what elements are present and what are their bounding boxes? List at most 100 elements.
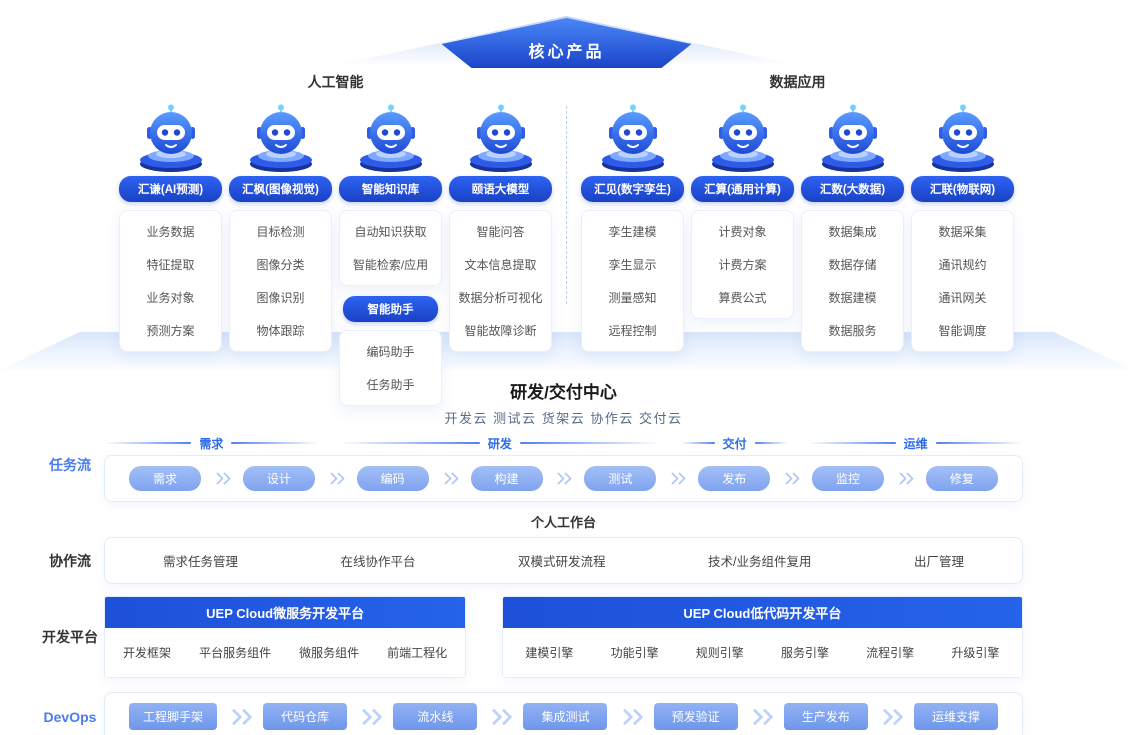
product-item: 目标检测: [256, 225, 305, 239]
product-column: 汇联(物联网)数据采集通讯规约通讯网关智能调度: [911, 96, 1014, 352]
taskflow-step-pill: 构建: [470, 466, 543, 491]
phase-line: [680, 442, 715, 444]
arrow-icon: [780, 472, 801, 485]
product-item: 通讯网关: [938, 291, 987, 305]
dev-platform-label: 开发平台: [42, 629, 98, 645]
phase-name: 研发: [487, 436, 512, 451]
devops-box: 工程脚手架代码仓库流水线集成测试预发验证生产发布运维支撑: [104, 692, 1023, 735]
devops-step-pill: 工程脚手架: [129, 703, 218, 730]
arrow-icon: [211, 472, 231, 485]
product-item: 文本信息提取: [464, 258, 537, 272]
product-item: 特征提取: [146, 258, 195, 272]
robot-icon: [246, 96, 316, 174]
devops-row: DevOps 工程脚手架代码仓库流水线集成测试预发验证生产发布运维支撑: [36, 692, 1023, 735]
robot-icon: [356, 96, 426, 174]
phase-line: [104, 442, 192, 444]
dev-platform-items: 建模引擎功能引擎规则引擎服务引擎流程引擎升级引擎: [503, 628, 1022, 677]
taskflow-phase: 运维: [808, 435, 1024, 452]
phase-line: [519, 442, 661, 444]
delivery-subtitle: 开发云 测试云 货架云 协作云 交付云: [444, 411, 683, 426]
phase-name: 交付: [722, 436, 747, 451]
product-item: 计费对象: [718, 225, 767, 239]
product-item: 数据集成: [828, 225, 877, 239]
phase-name: 运维: [903, 436, 928, 451]
product-item: 智能故障诊断: [464, 324, 537, 338]
arrow-icon: [485, 708, 513, 725]
devops-label: DevOps: [43, 708, 97, 725]
phase-line: [231, 442, 319, 444]
arrow-icon: [876, 708, 904, 725]
taskflow-step-pill: 发布: [698, 466, 771, 491]
collab-box: 需求任务管理在线协作平台双模式研发流程技术/业务组件复用出厂管理: [104, 537, 1023, 584]
product-item: 测量感知: [608, 291, 657, 305]
arrow-icon: [324, 472, 345, 485]
product-card: 数据采集通讯规约通讯网关智能调度: [911, 210, 1014, 352]
taskflow-label: 任务流: [49, 456, 91, 473]
product-column: 汇枫(图像视觉)目标检测图像分类图像识别物体跟踪: [229, 96, 332, 406]
collab-item: 在线协作平台: [340, 555, 416, 569]
devops-step-pill: 生产发布: [783, 703, 868, 730]
taskflow-step-pill: 需求: [129, 466, 201, 491]
product-column: 汇谦(AI预测)业务数据特征提取业务对象预测方案: [119, 96, 222, 406]
product-group-title: 人工智能: [307, 74, 364, 90]
dev-platform-item: 前端工程化: [387, 646, 448, 660]
product-item: 任务助手: [366, 378, 415, 392]
product-item: 图像识别: [256, 291, 305, 305]
collab-item: 技术/业务组件复用: [708, 555, 812, 569]
taskflow-step-pill: 编码: [356, 466, 429, 491]
devops-step-pill: 运维支撑: [913, 703, 998, 730]
dev-platform-item: 开发框架: [123, 646, 172, 660]
product-item: 数据分析可视化: [458, 291, 543, 305]
taskflow-phase: 交付: [680, 435, 789, 452]
dev-platform-item: 流程引擎: [866, 646, 915, 660]
dev-platform-item: 微服务组件: [299, 646, 360, 660]
product-item: 数据服务: [828, 324, 877, 338]
section-divider: [566, 106, 567, 304]
arrow-icon: [438, 472, 459, 485]
product-title-pill: 汇枫(图像视觉): [229, 176, 332, 202]
product-title-pill: 汇谦(AI预测): [119, 176, 222, 202]
arrow-icon: [355, 708, 383, 725]
arrow-icon: [666, 472, 687, 485]
dev-platform-row: 开发平台 UEP Cloud微服务开发平台开发框架平台服务组件微服务组件前端工程…: [36, 596, 1023, 678]
product-card: 自动知识获取智能检索/应用: [339, 210, 442, 286]
taskflow-phase-labels: 需求 研发 交付 运维: [104, 435, 1024, 452]
product-item: 数据建模: [828, 291, 877, 305]
hero: 核心产品: [0, 10, 1133, 72]
dev-platform-box-title: UEP Cloud微服务开发平台: [105, 597, 466, 628]
product-title-pill: 汇算(通用计算): [691, 176, 794, 202]
personal-workbench-label: 个人工作台: [530, 515, 596, 530]
product-item: 编码助手: [366, 345, 415, 359]
phase-name: 需求: [199, 436, 224, 451]
arrow-icon: [616, 708, 644, 725]
product-column: 智能知识库自动知识获取智能检索/应用智能助手编码助手任务助手: [339, 96, 442, 406]
robot-icon: [136, 96, 206, 174]
dev-platform-item: 规则引擎: [695, 646, 744, 660]
product-item: 算费公式: [718, 291, 767, 305]
dev-platform-item: 升级引擎: [951, 646, 1000, 660]
product-group-columns: 汇见(数字孪生)孪生建模孪生显示测量感知远程控制汇算(通用计算)计费对象计费方案…: [581, 96, 1014, 352]
dev-platform-items: 开发框架平台服务组件微服务组件前端工程化: [105, 628, 465, 677]
delivery-section: 研发/交付中心 开发云 测试云 货架云 协作云 交付云 任务流 需求研发交付运维…: [36, 378, 1024, 735]
robot-icon: [708, 96, 778, 174]
product-item: 物体跟踪: [256, 324, 305, 338]
devops-step-pill: 流水线: [393, 703, 478, 730]
product-card: 孪生建模孪生显示测量感知远程控制: [581, 210, 684, 352]
taskflow-step-pill: 设计: [242, 466, 315, 491]
product-group: 数据应用汇见(数字孪生)孪生建模孪生显示测量感知远程控制汇算(通用计算)计费对象…: [581, 72, 1014, 364]
taskflow-phase: 需求: [104, 435, 319, 452]
collab-label: 协作流: [49, 552, 91, 569]
product-item: 数据采集: [938, 225, 987, 239]
phase-line: [338, 442, 480, 444]
arrow-icon: [746, 708, 774, 725]
collab-item: 需求任务管理: [163, 555, 239, 569]
taskflow-phase: 研发: [338, 435, 661, 452]
core-product-banner: 核心产品: [441, 18, 692, 68]
product-item: 业务对象: [146, 291, 195, 305]
devops-step-pill: 集成测试: [523, 703, 608, 730]
robot-icon: [928, 96, 998, 174]
product-group: 人工智能汇谦(AI预测)业务数据特征提取业务对象预测方案汇枫(图像视觉)目标检测…: [119, 72, 552, 406]
taskflow-step-pill: 监控: [812, 466, 885, 491]
taskflow-step-pill: 修复: [925, 466, 998, 491]
